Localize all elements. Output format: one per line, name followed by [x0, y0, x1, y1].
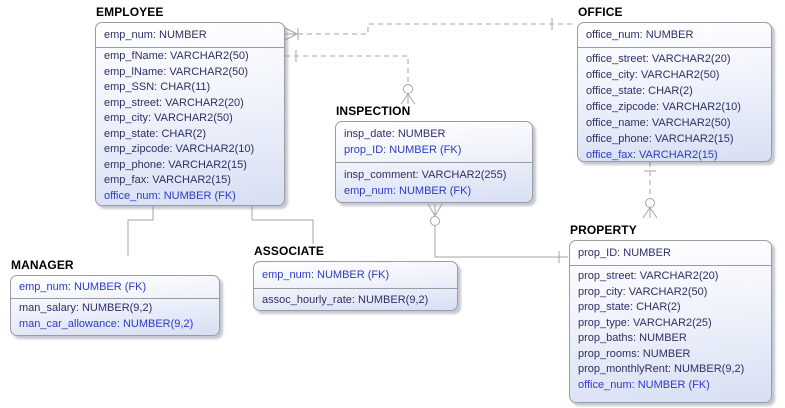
entity-header: prop_ID: NUMBER — [570, 241, 771, 266]
attribute-row: emp_state: CHAR(2) — [104, 127, 207, 140]
relationship-employee-inspection[interactable] — [285, 50, 416, 105]
entity-box: prop_ID: NUMBER prop_street: VARCHAR2(20… — [569, 240, 772, 403]
relationship-employee-associate[interactable] — [251, 206, 314, 244]
relationship-line — [285, 55, 409, 84]
crows-foot-icon — [284, 27, 298, 41]
key-attribute-row: prop_ID: NUMBER (FK) — [344, 144, 462, 156]
attribute-row: office_num: NUMBER (FK) — [104, 189, 236, 202]
attribute-row: prop_city: VARCHAR2(50) — [578, 285, 708, 298]
attribute-row: office_zipcode: VARCHAR2(10) — [586, 101, 741, 113]
attribute-row: emp_SSN: CHAR(11) — [104, 81, 211, 93]
attribute-row: insp_comment: VARCHAR2(255) — [344, 169, 507, 181]
entity-property[interactable]: PROPERTY prop_ID: NUMBER prop_street: VA… — [569, 223, 772, 403]
crows-foot-icon — [642, 207, 658, 219]
attribute-row: office_num: NUMBER (FK) — [578, 378, 710, 391]
entity-header: insp_date: NUMBER prop_ID: NUMBER (FK) — [336, 122, 532, 163]
key-attribute-row: office_num: NUMBER — [586, 29, 694, 41]
attribute-row: office_state: CHAR(2) — [586, 85, 693, 97]
entity-box: insp_date: NUMBER prop_ID: NUMBER (FK) i… — [335, 121, 533, 203]
key-attribute-row: emp_num: NUMBER (FK) — [19, 281, 147, 293]
attribute-row: emp_phone: VARCHAR2(15) — [104, 158, 247, 171]
entity-inspection[interactable]: INSPECTION insp_date: NUMBER prop_ID: NU… — [335, 104, 533, 203]
entity-box: office_num: NUMBER office_street: VARCHA… — [577, 22, 772, 162]
attribute-row: office_name: VARCHAR2(50) — [586, 117, 731, 129]
entity-employee[interactable]: EMPLOYEE emp_num: NUMBER emp_fName: VARC… — [95, 5, 285, 206]
relationship-line — [434, 225, 568, 258]
entity-title: MANAGER — [11, 258, 74, 272]
relationship-line — [298, 23, 576, 35]
attribute-row: emp_zipcode: VARCHAR2(10) — [104, 143, 255, 155]
entity-title: ASSOCIATE — [254, 244, 325, 258]
attribute-row: emp_num: NUMBER (FK) — [344, 185, 472, 197]
relationship-employee-manager[interactable] — [127, 206, 154, 256]
entity-box: emp_num: NUMBER (FK) assoc_hourly_rate: … — [253, 261, 458, 311]
entity-body: man_salary: NUMBER(9,2) man_car_allowanc… — [11, 299, 219, 332]
attribute-row: prop_type: VARCHAR2(25) — [578, 316, 712, 329]
relationship-line — [251, 206, 314, 244]
relationship-office-employee[interactable] — [284, 18, 576, 41]
entity-body: emp_fName: VARCHAR2(50) emp_lName: VARCH… — [96, 48, 284, 204]
entity-body: office_street: VARCHAR2(20) office_city:… — [578, 48, 771, 163]
entity-box: emp_num: NUMBER emp_fName: VARCHAR2(50) … — [95, 22, 285, 206]
attribute-row: office_city: VARCHAR2(50) — [586, 69, 720, 81]
attribute-row: prop_state: CHAR(2) — [578, 301, 681, 313]
crows-foot-icon — [427, 203, 443, 217]
attribute-row: office_fax: VARCHAR2(15) — [586, 149, 718, 161]
attribute-row: assoc_hourly_rate: NUMBER(9,2) — [262, 294, 429, 306]
attribute-row: office_phone: VARCHAR2(15) — [586, 133, 734, 145]
entity-title: PROPERTY — [570, 223, 637, 237]
zero-circle-icon — [430, 216, 440, 226]
attribute-row: prop_baths: NUMBER — [578, 332, 687, 344]
key-attribute-row: insp_date: NUMBER — [344, 128, 446, 140]
attribute-row: emp_fax: VARCHAR2(15) — [104, 174, 231, 186]
entity-manager[interactable]: MANAGER emp_num: NUMBER (FK) man_salary:… — [10, 258, 220, 336]
crows-foot-icon — [400, 93, 416, 105]
entity-title: OFFICE — [578, 5, 623, 19]
relationship-office-property[interactable] — [642, 162, 658, 219]
relationship-property-inspection[interactable] — [427, 203, 568, 263]
attribute-row: prop_street: VARCHAR2(20) — [578, 270, 719, 282]
entity-box: emp_num: NUMBER (FK) man_salary: NUMBER(… — [10, 275, 220, 336]
zero-circle-icon — [403, 84, 413, 94]
attribute-row: office_street: VARCHAR2(20) — [586, 53, 731, 65]
attribute-row: emp_city: VARCHAR2(50) — [104, 112, 233, 124]
zero-circle-icon — [645, 198, 655, 208]
entity-header: emp_num: NUMBER — [96, 23, 284, 48]
entity-title: INSPECTION — [336, 104, 411, 118]
attribute-row: emp_lName: VARCHAR2(50) — [104, 65, 249, 78]
key-attribute-row: emp_num: NUMBER — [104, 29, 207, 41]
entity-header: emp_num: NUMBER (FK) — [11, 276, 219, 299]
attribute-row: man_salary: NUMBER(9,2) — [19, 302, 153, 314]
entity-header: emp_num: NUMBER (FK) — [254, 262, 457, 289]
attribute-row: prop_rooms: NUMBER — [578, 347, 691, 360]
relationship-line — [127, 206, 154, 256]
entity-associate[interactable]: ASSOCIATE emp_num: NUMBER (FK) assoc_hou… — [253, 244, 458, 311]
key-attribute-row: prop_ID: NUMBER — [578, 247, 671, 259]
attribute-row: emp_street: VARCHAR2(20) — [104, 96, 244, 109]
attribute-row: prop_monthlyRent: NUMBER(9,2) — [578, 363, 745, 375]
entity-office[interactable]: OFFICE office_num: NUMBER office_street:… — [577, 5, 772, 162]
key-attribute-row: emp_num: NUMBER (FK) — [262, 269, 390, 281]
entity-body: prop_street: VARCHAR2(20) prop_city: VAR… — [570, 266, 771, 393]
entity-body: insp_comment: VARCHAR2(255) emp_num: NUM… — [336, 163, 532, 199]
entity-body: assoc_hourly_rate: NUMBER(9,2) — [254, 289, 457, 309]
attribute-row: man_car_allowance: NUMBER(9,2) — [19, 318, 194, 330]
entity-title: EMPLOYEE — [96, 5, 164, 19]
entity-header: office_num: NUMBER — [578, 23, 771, 48]
attribute-row: emp_fName: VARCHAR2(50) — [104, 50, 249, 62]
